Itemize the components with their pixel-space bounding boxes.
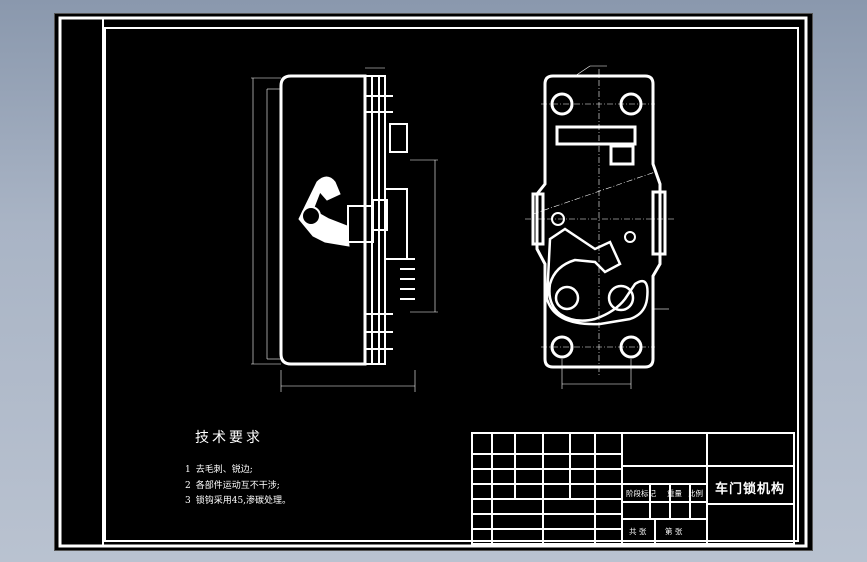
stage-label: 阶段标记 [626,489,656,498]
side-view [279,74,415,366]
front-dimensions [561,65,669,389]
front-centerlines [525,69,675,376]
weight-label: 重量 [667,489,682,498]
scale-label: 比例 [688,489,703,498]
side-dimensions [251,67,438,392]
hook-lever [298,176,350,247]
title-block-grid [471,432,795,545]
outer-frame [58,16,808,548]
drawing-title: 车门锁机构 [715,482,786,497]
page-number-label: 第 张 [665,527,683,536]
cad-drawing [58,16,808,548]
sheet-count-label: 共 张 [629,527,647,536]
technical-requirements-heading: 技术要求 [195,430,263,446]
inner-frame [104,27,799,542]
